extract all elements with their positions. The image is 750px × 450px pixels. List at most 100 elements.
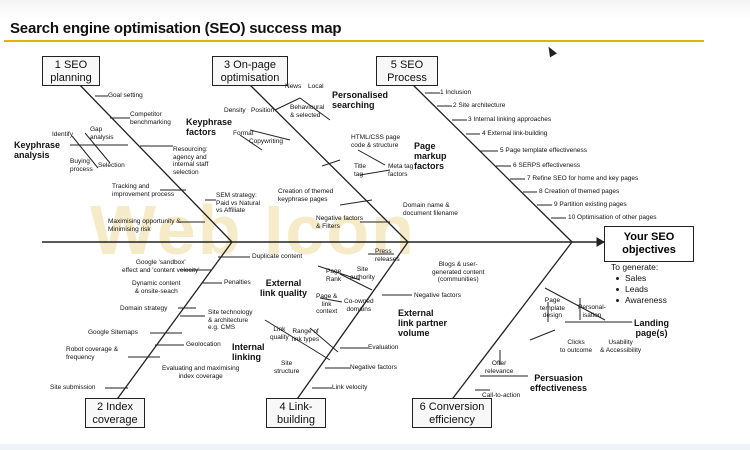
label-buying: Buying process: [70, 158, 93, 173]
process-item: 9 Partition existing pages: [554, 201, 627, 208]
bone-title: optimisation: [220, 72, 280, 84]
bone-title: coverage: [92, 414, 138, 426]
label-duplicate: Duplicate content: [252, 253, 303, 260]
label-blogs: Blogs & user- generated content (communi…: [432, 261, 485, 283]
label-density: Density: [224, 107, 246, 114]
process-item: 5 Page template effectiveness: [500, 147, 587, 154]
generate-item: Leads: [616, 284, 667, 295]
process-item: 1 Inclusion: [440, 89, 472, 96]
label-themed: Creation of themed keyphrase pages: [278, 188, 334, 203]
label-sitetech: Site technology & architecture e.g. CMS: [208, 309, 253, 331]
label-title-tag: Title tag: [354, 163, 367, 178]
label-sandbox: Google 'sandbox' effect and 'content vel…: [122, 259, 200, 274]
label-press: Press releases: [375, 248, 400, 263]
process-item: 8 Creation of themed pages: [539, 188, 620, 195]
watermark: Web Icon: [90, 191, 416, 269]
label-link-negfactors: Negative factors: [350, 364, 397, 371]
label-evaluating: Evaluating and maximising index coverage: [162, 365, 240, 380]
label-pagelink: Page & link context: [316, 293, 338, 315]
label-selection: Selection: [98, 162, 125, 169]
label-copywriting: Copywriting: [249, 138, 283, 145]
label-html: HTML/CSS page code & structure: [351, 134, 401, 149]
process-item: 2 Site architecture: [453, 102, 506, 109]
bone-number: 5 SEO: [390, 59, 424, 71]
process-item: 3 Internal linking approaches: [468, 116, 552, 123]
label-identify: Identify: [52, 131, 73, 138]
label-format: Format: [233, 130, 254, 137]
bone-title: planning: [50, 72, 92, 84]
label-personal: Personal- isation: [578, 304, 606, 319]
label-internal-linking: Internal linking: [232, 342, 265, 362]
label-news: News: [285, 83, 302, 90]
label-gap: Gap analysis: [90, 126, 114, 141]
bone-index: [114, 241, 233, 403]
objective-generate: To generate: Sales Leads Awareness: [611, 262, 667, 306]
label-sitemaps: Google Sitemaps: [88, 329, 138, 336]
label-maximising: Maximising opportunity & Minimising risk: [108, 218, 181, 233]
label-page-markup: Page markup factors: [414, 141, 447, 171]
label-range: Range of link types: [292, 328, 320, 343]
bone-box-conversion: 6 Conversion efficiency: [412, 398, 492, 428]
label-external-quality: External link quality: [260, 278, 308, 298]
label-template: Page template design: [540, 297, 565, 319]
objective-line2: objectives: [622, 244, 676, 256]
label-position: Position: [251, 107, 275, 114]
label-keyphrase-factors: Keyphrase factors: [186, 117, 233, 137]
label-tracking: Tracking and improvement process: [112, 183, 175, 198]
bone-number: 1 SEO: [54, 59, 88, 71]
label-offer: Offer relevance: [485, 360, 514, 375]
bone-number: 4 Link-: [279, 401, 313, 413]
label-meta: Meta tag factors: [388, 163, 414, 178]
generate-label: To generate:: [611, 262, 659, 272]
label-resourcing: Resourcing: agency and internal staff se…: [173, 146, 209, 176]
label-persuasion: Persuasion effectiveness: [530, 373, 588, 393]
label-coowned: Co-owned domains: [344, 298, 374, 313]
bone-box-onpage: 3 On-page optimisation: [212, 56, 288, 86]
footer-strip: [0, 444, 750, 450]
label-robot: Robot coverage & frequency: [66, 346, 119, 361]
bone-number: 6 Conversion: [419, 401, 485, 413]
process-item: 7 Refine SEO for home and key pages: [527, 175, 639, 182]
bone-onpage: [244, 79, 409, 243]
objective-box: Your SEO objectives: [604, 226, 694, 262]
label-goal: Goal setting: [108, 92, 143, 99]
label-linkquality: Link quality: [270, 326, 289, 341]
label-partner-volume: External link partner volume: [398, 308, 448, 338]
bone-number: 2 Index: [96, 401, 134, 413]
generate-item: Sales: [616, 273, 667, 284]
label-keyphrase-analysis: Keyphrase analysis: [14, 140, 61, 160]
label-submission: Site submission: [50, 384, 96, 391]
label-evaluation: Evaluation: [368, 344, 399, 351]
bone-title: building: [277, 414, 315, 426]
label-domain-strategy: Domain strategy: [120, 305, 168, 312]
objective-line1: Your SEO: [623, 231, 675, 243]
process-item: 10 Optimisation of other pages: [568, 214, 657, 221]
bone-link: [294, 241, 409, 403]
process-item: 6 SERPS effectiveness: [513, 162, 581, 169]
label-geolocation: Geolocation: [186, 341, 221, 348]
bone-planning: [74, 79, 233, 243]
label-dynamic: Dynamic content & onsite-seach: [132, 280, 181, 295]
bone-box-process: 5 SEO Process: [376, 56, 438, 86]
label-cta: Call-to-action: [482, 392, 521, 399]
bone-box-planning: 1 SEO planning: [42, 56, 100, 86]
bone-title: Process: [387, 72, 427, 84]
label-local: Local: [308, 83, 324, 90]
label-personalised: Personalised searching: [332, 90, 389, 110]
title-underline: [4, 40, 704, 42]
bone-title: efficiency: [429, 414, 475, 426]
process-item: 4 External link-building: [482, 130, 548, 137]
label-sem: SEM strategy: Paid vs Natural vs Affilia…: [216, 192, 261, 214]
bone-conversion: [449, 241, 573, 403]
top-band: [0, 0, 750, 20]
label-velocity: Link velocity: [332, 384, 368, 391]
bone-process: [407, 79, 573, 243]
label-pagerank: Page Rank: [326, 268, 342, 283]
page-title: Search engine optimisation (SEO) success…: [10, 20, 342, 37]
bone-box-link: 4 Link- building: [266, 398, 326, 428]
bone-number: 3 On-page: [224, 59, 276, 71]
label-behavioural: Behavioural & selected: [290, 104, 325, 119]
label-link-negative: Negative factors: [414, 292, 461, 299]
label-clicks: Clicks to outcome: [560, 339, 593, 354]
